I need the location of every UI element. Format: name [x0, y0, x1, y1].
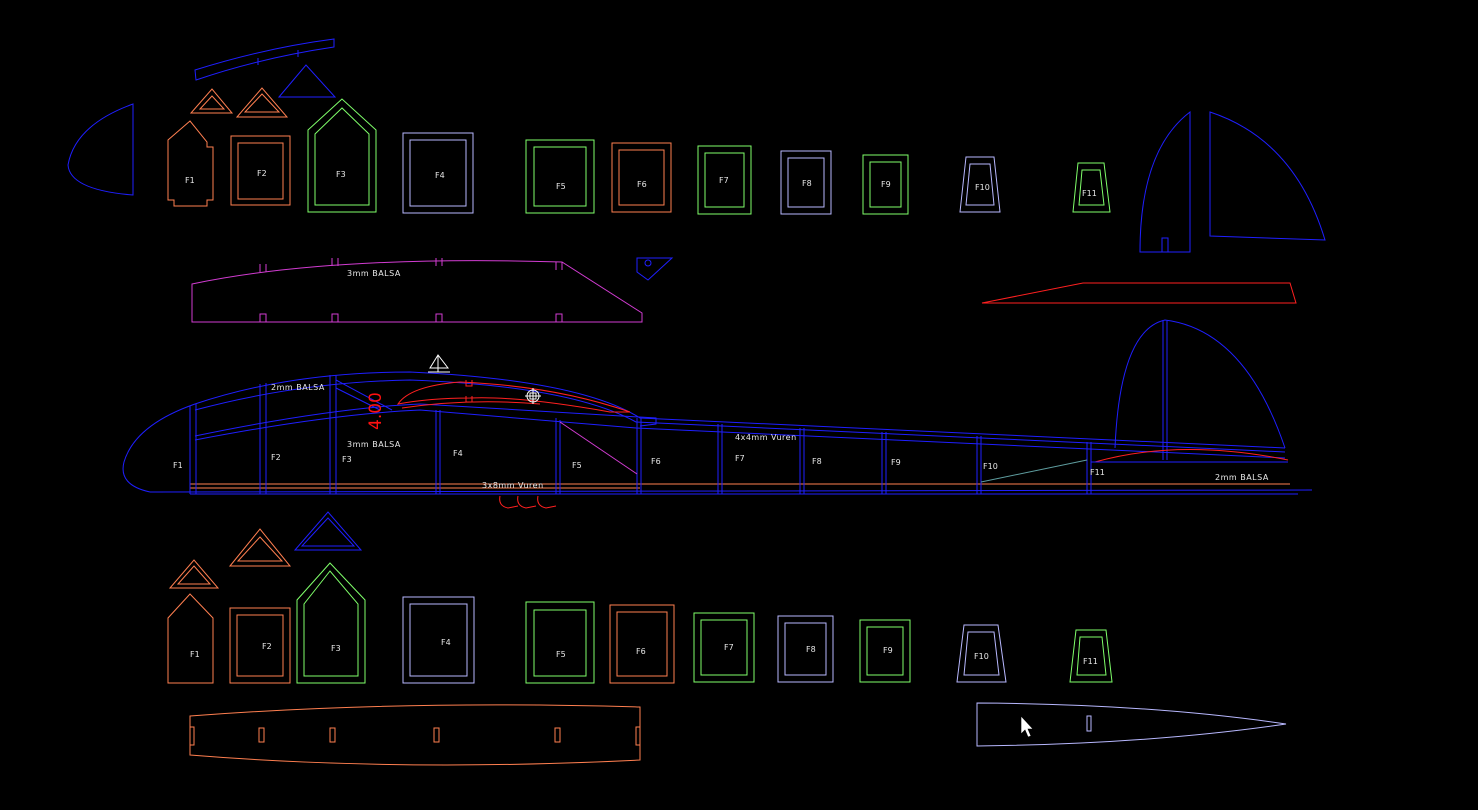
side-former-label: F6 — [651, 457, 661, 466]
stabilizer-strip — [981, 282, 1297, 304]
side-former-label: F3 — [342, 455, 352, 464]
former-f5-bottom: F5 — [525, 601, 595, 684]
former-f8-top: F8 — [780, 150, 832, 215]
former-f11-bottom: F11 — [1069, 629, 1113, 683]
former-f2-top: F2 — [230, 135, 291, 206]
fin-part — [1139, 110, 1191, 253]
former-label: F4 — [441, 638, 451, 647]
side-former-label: F8 — [812, 457, 822, 466]
rudder-part — [1209, 111, 1326, 241]
material-note: 3mm BALSA — [347, 440, 401, 449]
gusset-triangle-orange-top-1 — [189, 88, 234, 114]
dimension-text: 4.00 — [366, 392, 386, 430]
canopy-strip-top — [194, 38, 335, 81]
former-label: F2 — [262, 642, 272, 651]
former-label: F5 — [556, 650, 566, 659]
gusset-triangle-orange-bottom-2 — [228, 528, 292, 567]
material-note: 2mm BALSA — [271, 383, 325, 392]
gusset-triangle-orange-top-2 — [235, 87, 289, 118]
former-f6-top: F6 — [611, 142, 672, 213]
former-label: F5 — [556, 182, 566, 191]
small-gusset-blue — [636, 257, 674, 281]
former-f6-bottom: F6 — [609, 604, 675, 684]
side-former-label: F2 — [271, 453, 281, 462]
gusset-triangle-blue-top — [277, 64, 337, 98]
former-label: F2 — [257, 169, 267, 178]
gusset-triangle-blue-bottom — [293, 511, 363, 551]
side-panel-3mm: 3mm BALSA — [191, 258, 643, 323]
gusset-triangle-orange-bottom-1 — [168, 559, 220, 589]
ucs-icon — [428, 354, 450, 373]
former-label: F8 — [802, 179, 812, 188]
former-label: F11 — [1083, 657, 1098, 666]
former-label: F11 — [1082, 189, 1097, 198]
side-former-label: F4 — [453, 449, 463, 458]
material-note: 4x4mm Vuren — [735, 433, 797, 442]
former-f10-bottom: F10 — [956, 624, 1007, 683]
material-note: 3mm BALSA — [347, 269, 401, 278]
former-f9-top: F9 — [862, 154, 909, 215]
former-f9-bottom: F9 — [859, 619, 911, 683]
side-former-label: F7 — [735, 454, 745, 463]
former-f7-bottom: F7 — [693, 612, 755, 683]
former-label: F10 — [975, 183, 990, 192]
former-label: F8 — [806, 645, 816, 654]
former-label: F6 — [636, 647, 646, 656]
former-f4-top: F4 — [402, 132, 474, 214]
former-f10-top: F10 — [959, 156, 1001, 213]
former-label: F3 — [336, 170, 346, 179]
former-label: F7 — [724, 643, 734, 652]
mouse-cursor-icon — [1020, 715, 1034, 738]
side-former-label: F1 — [173, 461, 183, 470]
side-former-label: F11 — [1090, 468, 1105, 477]
fuselage-side-view: F1 F2 F3 F4 F5 F6 F7 F8 F9 F10 F11 2mm B… — [122, 319, 1313, 509]
side-former-label: F10 — [983, 462, 998, 471]
former-label: F3 — [331, 644, 341, 653]
former-f1-bottom: F1 — [167, 593, 214, 684]
former-f7-top: F7 — [697, 145, 752, 215]
former-label: F1 — [190, 650, 200, 659]
former-f3-bottom: F3 — [296, 562, 366, 684]
tail-boom-plate — [976, 702, 1287, 747]
nose-cone-half — [67, 103, 134, 196]
bottom-plate — [189, 704, 641, 766]
former-label: F9 — [883, 646, 893, 655]
material-note: 2mm BALSA — [1215, 473, 1269, 482]
former-f3-top: F3 — [307, 98, 377, 213]
former-label: F6 — [637, 180, 647, 189]
former-label: F9 — [881, 180, 891, 189]
former-label: F10 — [974, 652, 989, 661]
former-f5-top: F5 — [525, 139, 595, 214]
former-f2-bottom: F2 — [229, 607, 291, 684]
snap-target-icon[interactable] — [525, 388, 541, 404]
former-label: F4 — [435, 171, 445, 180]
former-f11-top: F11 — [1072, 162, 1111, 213]
side-former-label: F5 — [572, 461, 582, 470]
former-f8-bottom: F8 — [777, 615, 834, 683]
former-f1-top: F1 — [167, 120, 214, 207]
material-note: 3x8mm Vuren — [482, 481, 544, 490]
former-label: F1 — [185, 176, 195, 185]
former-f4-bottom: F4 — [402, 596, 475, 684]
former-label: F7 — [719, 176, 729, 185]
side-former-label: F9 — [891, 458, 901, 467]
